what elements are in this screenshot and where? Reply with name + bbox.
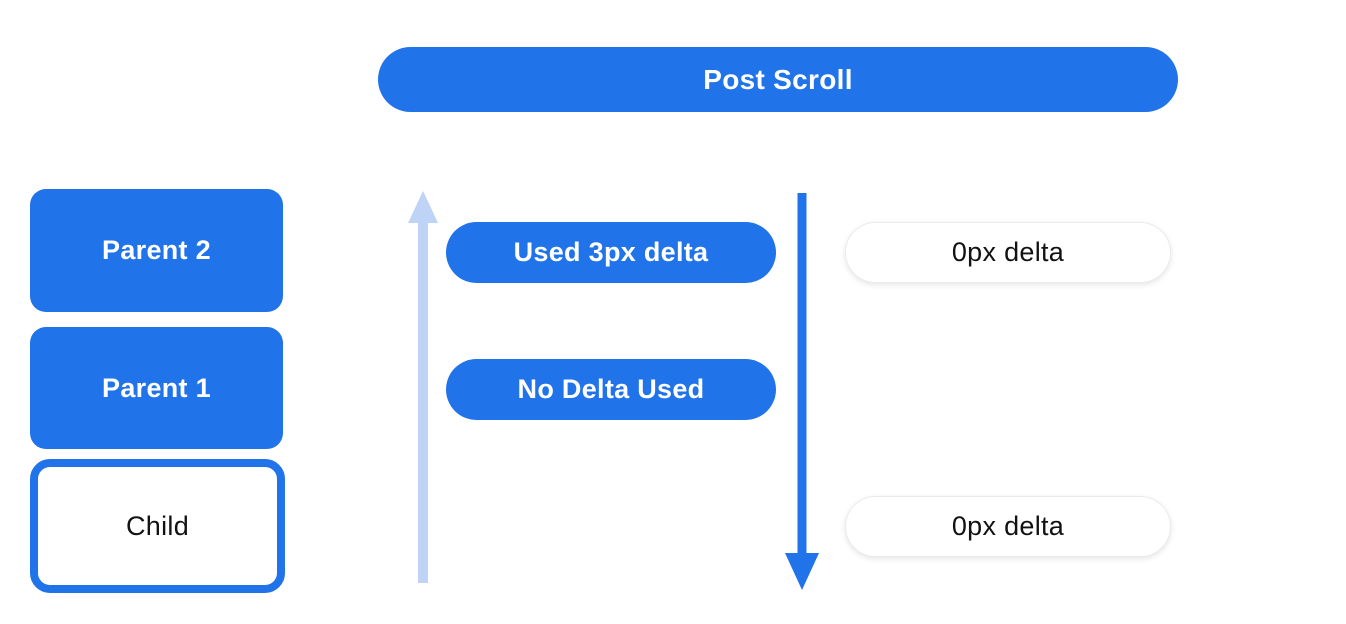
used-delta-pill: Used 3px delta (446, 222, 776, 283)
downward-scroll-arrow-head (785, 553, 819, 590)
child-box: Child (30, 459, 285, 593)
downward-scroll-arrow (785, 193, 819, 590)
zero-delta-bottom-pill: 0px delta (845, 496, 1171, 557)
upward-scroll-arrow-head (408, 191, 438, 223)
upward-scroll-arrow (408, 191, 438, 583)
no-delta-used-pill: No Delta Used (446, 359, 776, 420)
zero-delta-top-pill: 0px delta (845, 222, 1171, 283)
post-scroll-header: Post Scroll (378, 47, 1178, 112)
parent2-box: Parent 2 (30, 189, 283, 312)
parent1-box: Parent 1 (30, 327, 283, 449)
